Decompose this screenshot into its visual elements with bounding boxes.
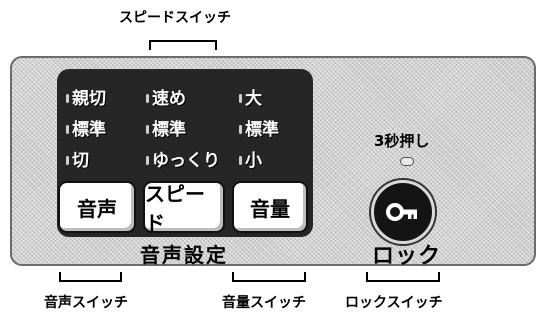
speed-switch-bracket [149,40,217,50]
volume-indicator-standard: 標準 [239,115,279,140]
lock-label: ロック [372,244,442,269]
indicator-led [239,125,242,134]
volume-indicator-quiet: 小 [239,146,262,171]
indicator-led [239,94,242,103]
volume-indicator-loud: 大 [239,84,262,109]
indicator-label: 小 [245,151,262,171]
volume-button[interactable]: 音量 [232,181,308,233]
key-icon [386,203,417,221]
indicator-label: 標準 [245,120,279,140]
voice-switch-callout: 音声スイッチ [44,295,128,311]
indicator-led [146,156,149,165]
voice-switch-bracket [59,272,122,282]
lock-button[interactable] [371,180,435,244]
indicator-led [66,94,69,103]
speed-indicator-standard: 標準 [146,115,186,140]
indicator-led [146,94,149,103]
lock-hint-label: 3秒押し [374,132,430,150]
lock-indicator-led [400,157,414,166]
voice-indicator-standard: 標準 [66,115,106,140]
indicator-led [66,125,69,134]
voice-button[interactable]: 音声 [58,181,136,233]
indicator-led [239,156,242,165]
indicator-led [146,125,149,134]
indicator-label: 標準 [72,120,106,140]
indicator-label: 標準 [152,120,186,140]
indicator-label: 大 [245,89,262,109]
lock-switch-callout: ロックスイッチ [345,295,443,311]
lock-switch-bracket [366,272,440,282]
voice-indicator-kind: 親切 [66,84,106,109]
indicator-label: 親切 [72,89,106,109]
speed-indicator-fast: 速め [146,84,186,109]
indicator-label: 切 [72,151,89,171]
speed-switch-callout: スピードスイッチ [119,10,231,26]
voice-indicator-off: 切 [66,146,89,171]
volume-switch-callout: 音量スイッチ [222,295,306,311]
speed-button[interactable]: スピード [143,181,225,235]
voice-settings-label: 音声設定 [140,243,228,267]
indicator-label: ゆっくり [152,151,220,171]
volume-switch-bracket [232,272,306,282]
indicator-led [66,156,69,165]
indicator-label: 速め [152,89,186,109]
speed-indicator-slow: ゆっくり [146,146,220,171]
